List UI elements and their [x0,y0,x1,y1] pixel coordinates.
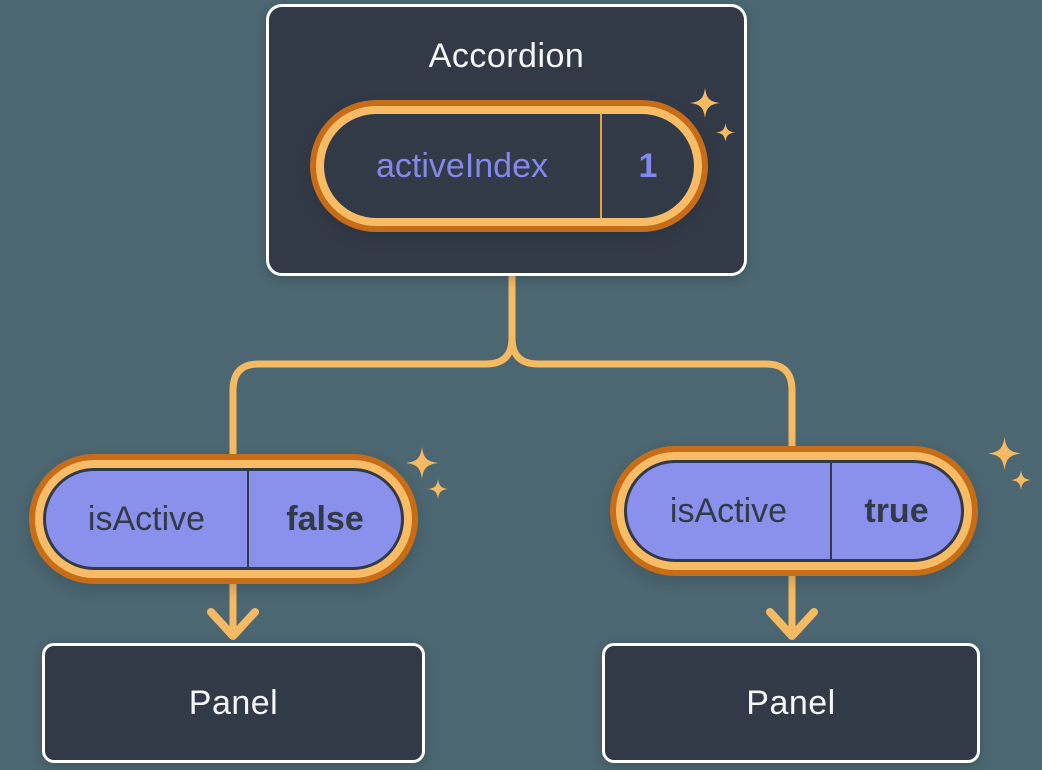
pill-divider [600,114,602,218]
sparkle-icon [1011,470,1031,490]
pill-divider [830,463,832,559]
panel-title: Panel [746,683,836,722]
prop-name: isActive [87,499,206,538]
arrowhead-right-icon [766,608,818,640]
state-pill-activeindex: activeIndex 1 [324,114,694,218]
sparkle-icon [406,447,438,479]
prop-value: false [286,499,364,538]
accordion-title: Accordion [428,37,585,75]
sparkle-icon [716,123,735,142]
sparkle-icon [988,437,1021,470]
panel-component-box-right: Panel [602,643,980,763]
branch-line-left [229,268,516,630]
pill-divider [247,471,249,567]
branch-line-right [508,268,796,630]
state-name: activeIndex [376,146,548,185]
panel-component-box-left: Panel [42,643,425,763]
panel-title: Panel [188,683,279,722]
sparkle-icon [690,88,720,118]
sparkle-icon [428,479,448,499]
prop-pill-isactive-true: isActive true [624,460,964,562]
arrowhead-left-icon [207,608,259,640]
prop-value: true [864,491,929,530]
prop-name: isActive [669,491,788,530]
prop-pill-isactive-false: isActive false [43,468,404,570]
state-value: 1 [638,146,658,185]
